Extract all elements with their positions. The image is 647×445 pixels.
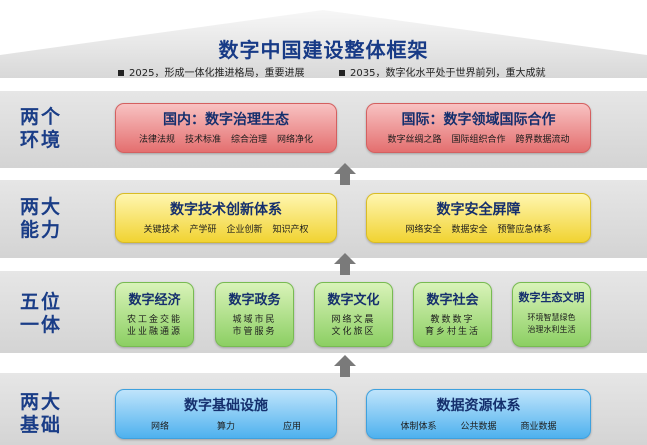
row-label-capabilities: 两大能力 [10,196,72,242]
base-data-item: 体制体系 [400,422,437,432]
goal-2035-text: 2035，数字化水平处于世界前列，重大成就 [350,68,546,79]
base-infrastructure-box: 数字基础设施 网络 算力 应用 [115,389,337,439]
row-label-line: 五位 [19,291,62,313]
base-data-item: 商业数据 [520,422,557,432]
five-society-title: 数字社会 [426,293,479,308]
cap-innovation-item: 关键技术 [143,225,180,235]
cap-security-box: 数字安全屏障 网络安全数据安全预警应急体系 [366,193,591,243]
cap-innovation-item: 产学研 [189,225,217,235]
five-culture-title: 数字文化 [327,293,380,308]
env-domestic-title: 国内：数字治理生态 [163,112,289,128]
env-domestic-item: 综合治理 [231,135,268,145]
env-domestic-item: 网络净化 [277,135,314,145]
base-infrastructure-item: 算力 [216,422,235,432]
base-infrastructure-item: 应用 [283,422,302,432]
goal-2025-text: 2025，形成一体化推进格局，重要进展 [129,68,305,79]
env-international-box: 国际：数字领域国际合作 数字丝绸之路国际组织合作跨界数据流动 [366,103,591,153]
five-culture-line: 网络文晨 [331,315,376,325]
five-ecology-title: 数字生态文明 [518,291,585,304]
cap-security-title: 数字安全屏障 [436,202,521,218]
five-ecology-line: 环境智慧绿色 [527,313,576,322]
five-ecology-box: 数字生态文明 环境智慧绿色治理水利生活 [512,282,591,347]
env-domestic-item: 法律法规 [138,135,175,145]
row-label-line: 两大 [19,196,62,218]
cap-innovation-box: 数字技术创新体系 关键技术产学研企业创新知识产权 [115,193,337,243]
five-society-line: 育乡村生活 [424,327,480,337]
cap-security-item: 网络安全 [405,225,442,235]
env-international-item: 国际组织合作 [451,135,506,145]
env-domestic-item: 技术标准 [184,135,221,145]
five-culture-box: 数字文化 网络文晨文化旅区 [314,282,393,347]
up-arrow-icon [334,355,356,377]
bullet-icon [339,70,345,76]
row-label-line: 两个 [19,106,62,128]
base-infrastructure-item: 网络 [150,422,169,432]
five-society-line: 教数数字 [430,315,475,325]
cap-innovation-title: 数字技术创新体系 [170,202,282,218]
five-economy-line: 业业融通源 [126,327,182,337]
five-government-line: 市管服务 [232,327,277,337]
env-international-title: 国际：数字领域国际合作 [401,112,556,128]
base-data-item: 公共数据 [460,422,497,432]
cap-innovation-item: 企业创新 [226,225,263,235]
row-label-environments: 两个环境 [10,106,72,152]
env-international-item: 数字丝绸之路 [387,135,442,145]
base-infrastructure-title: 数字基础设施 [184,398,268,414]
row-label-line: 环境 [19,129,62,151]
goal-2025: 2025，形成一体化推进格局，重要进展 [118,64,304,79]
cap-innovation-item: 知识产权 [272,225,309,235]
cap-security-item: 预警应急体系 [497,225,552,235]
five-ecology-line: 治理水利生活 [527,325,576,334]
five-economy-box: 数字经济 农工金交能业业融通源 [115,282,194,347]
up-arrow-icon [334,163,356,185]
base-data-title: 数据资源体系 [436,398,521,414]
row-label-five: 五位一体 [10,291,72,337]
row-label-line: 基础 [19,414,62,436]
five-economy-title: 数字经济 [128,293,181,308]
five-government-title: 数字政务 [228,293,281,308]
row-label-line: 两大 [19,391,62,413]
goal-2035: 2035，数字化水平处于世界前列，重大成就 [339,64,545,79]
row-label-line: 一体 [19,314,62,336]
five-economy-line: 农工金交能 [126,315,182,325]
five-government-box: 数字政务 城域市民市管服务 [215,282,294,347]
five-government-line: 城域市民 [232,315,277,325]
cap-security-item: 数据安全 [451,225,488,235]
bullet-icon [118,70,124,76]
row-label-line: 能力 [19,219,62,241]
env-international-item: 跨界数据流动 [515,135,570,145]
env-domestic-box: 国内：数字治理生态 法律法规技术标准综合治理网络净化 [115,103,337,153]
row-label-foundations: 两大基础 [10,391,72,437]
five-culture-line: 文化旅区 [331,327,376,337]
roof-shape [0,10,647,78]
page-title: 数字中国建设整体框架 [218,38,429,62]
base-data-box: 数据资源体系 体制体系 公共数据 商业数据 [366,389,591,439]
five-society-box: 数字社会 教数数字育乡村生活 [413,282,492,347]
up-arrow-icon [334,253,356,275]
